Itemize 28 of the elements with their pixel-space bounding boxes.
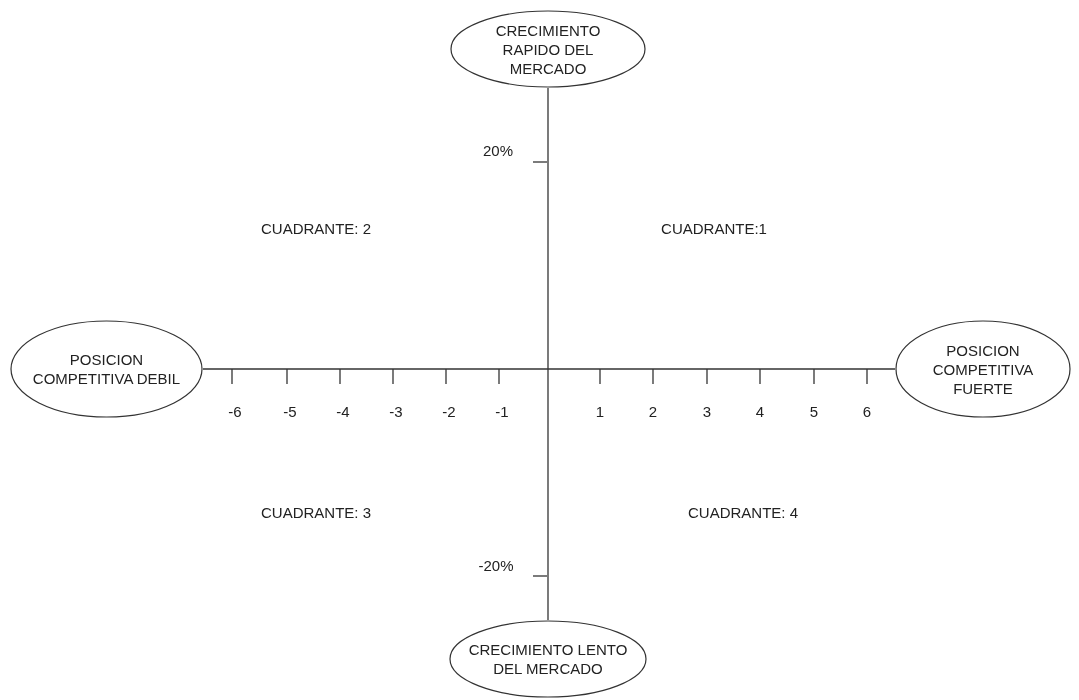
tick-label: -1 [495,402,509,420]
ellipse-node [895,320,1071,418]
tick-label: 6 [862,402,872,420]
tick-label: 2 [648,402,658,420]
tick-label: -2 [442,402,456,420]
axis-line [202,368,896,370]
tick-label: -3 [389,402,403,420]
axis-line [547,87,549,621]
ellipse-node [10,320,203,418]
ellipse-node [449,620,647,698]
tick-label: -20% [478,556,514,574]
tick-label: 4 [755,402,765,420]
quadrant-label: CUADRANTE: 3 [261,503,371,521]
tick-label: 1 [595,402,605,420]
quadrant-label: CUADRANTE: 4 [688,503,798,521]
quadrant-label: CUADRANTE:1 [661,219,767,237]
tick-label: 3 [702,402,712,420]
node-label: CRECIMIENTO LENTO DEL MERCADO [467,640,629,678]
tick-label: -5 [283,402,297,420]
tick-label: 20% [483,141,513,159]
tick-label: -4 [336,402,350,420]
tick-label: -6 [228,402,242,420]
node-label: POSICION COMPETITIVA FUERTE [931,340,1035,398]
ellipse-node [450,10,646,88]
node-label: POSICION COMPETITIVA DEBIL [31,350,182,388]
node-label: CRECIMIENTO RAPIDO DEL MERCADO [494,20,602,78]
quadrant-label: CUADRANTE: 2 [261,219,371,237]
tick-label: 5 [809,402,819,420]
